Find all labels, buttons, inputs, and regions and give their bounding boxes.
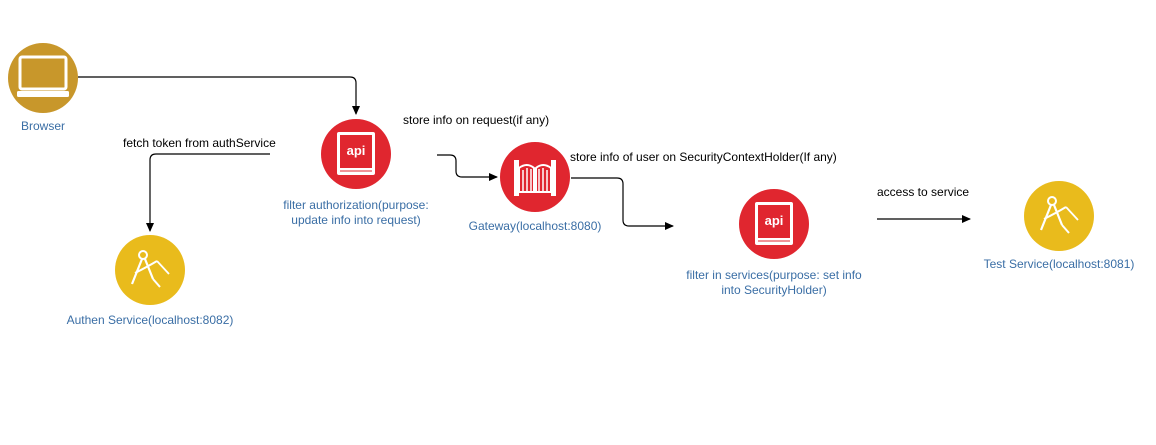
browser-node[interactable] [8,43,78,113]
test-service-label: Test Service(localhost:8081) [983,257,1135,271]
filter-authorization-label-line2: update info into request) [291,213,421,227]
browser-label: Browser [20,119,65,133]
authen-service-label: Authen Service(localhost:8082) [66,313,234,327]
api-icon-text: api [346,143,366,158]
gateway-label: Gateway(localhost:8080) [468,219,602,233]
edge-browser-to-filter [78,76,360,115]
edge-filter-to-authen [146,153,270,232]
edge-label-fetch-token: fetch token from authService [123,136,276,150]
filter-authorization-label-line1: filter authorization(purpose: [283,198,429,212]
filter-services-label-line1: filter in services(purpose: set info [686,268,862,282]
authen-service-node[interactable] [115,235,185,305]
edge-label-store-user: store info of user on SecurityContextHol… [570,150,837,164]
api-book-icon [337,132,375,175]
edge-filter-to-gateway [437,154,498,181]
compass-icon [1039,196,1079,234]
api-book-icon [755,202,793,245]
monitor-icon [17,55,69,97]
test-service-node[interactable] [1024,181,1094,251]
filter-services-label-line2: into SecurityHolder) [721,283,827,297]
api-icon-text: api [764,213,784,228]
filter-authorization-node[interactable]: api [321,119,391,189]
edge-label-access-service: access to service [877,185,970,199]
gateway-node[interactable] [500,142,570,212]
filter-services-node[interactable]: api [739,189,809,259]
gate-icon [514,160,556,196]
edge-gateway-to-services [571,177,674,230]
edge-label-store-request: store info on request(if any) [403,113,550,127]
compass-icon [130,250,170,288]
